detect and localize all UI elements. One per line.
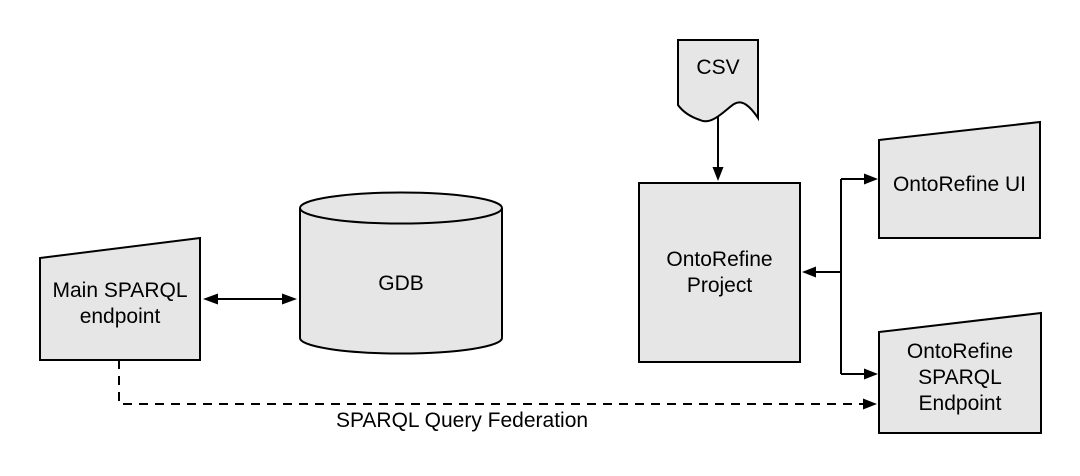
node-main-endpoint-shape xyxy=(39,236,201,361)
arrowhead-down-icon xyxy=(712,167,724,181)
edge-csv-project xyxy=(712,108,724,181)
gdb-cylinder-top xyxy=(299,191,503,225)
node-gdb-label: GDB xyxy=(378,272,424,295)
edge-main-endpoint-gdb xyxy=(203,293,297,305)
arrowhead-to-endpoint-icon xyxy=(864,368,878,380)
node-csv-shape xyxy=(677,39,759,123)
node-sparql-endpoint-label: OntoRefine SPARQL Endpoint xyxy=(906,339,1014,415)
node-ui-shape xyxy=(878,120,1041,239)
node-project-shape xyxy=(638,182,801,363)
edge-federation-label: SPARQL Query Federation xyxy=(335,409,589,432)
arrowhead-left-icon xyxy=(203,293,218,305)
node-main-endpoint-label: Main SPARQL endpoint xyxy=(52,279,188,328)
arrowhead-to-project-icon xyxy=(802,266,816,278)
arrowhead-federation-icon xyxy=(863,398,877,410)
edge-project-ui-endpoint-bracket xyxy=(802,173,878,380)
node-csv-label: CSV xyxy=(696,56,740,79)
arrowhead-to-ui-icon xyxy=(864,173,878,185)
node-ui-label: OntoRefine UI xyxy=(892,172,1027,196)
edge-sparql-query-federation xyxy=(118,360,877,410)
node-sparql-endpoint-shape xyxy=(878,311,1042,434)
arrowhead-right-icon xyxy=(282,293,297,305)
node-project-label: OntoRefine Project xyxy=(666,247,773,297)
node-gdb-shape xyxy=(299,191,503,355)
